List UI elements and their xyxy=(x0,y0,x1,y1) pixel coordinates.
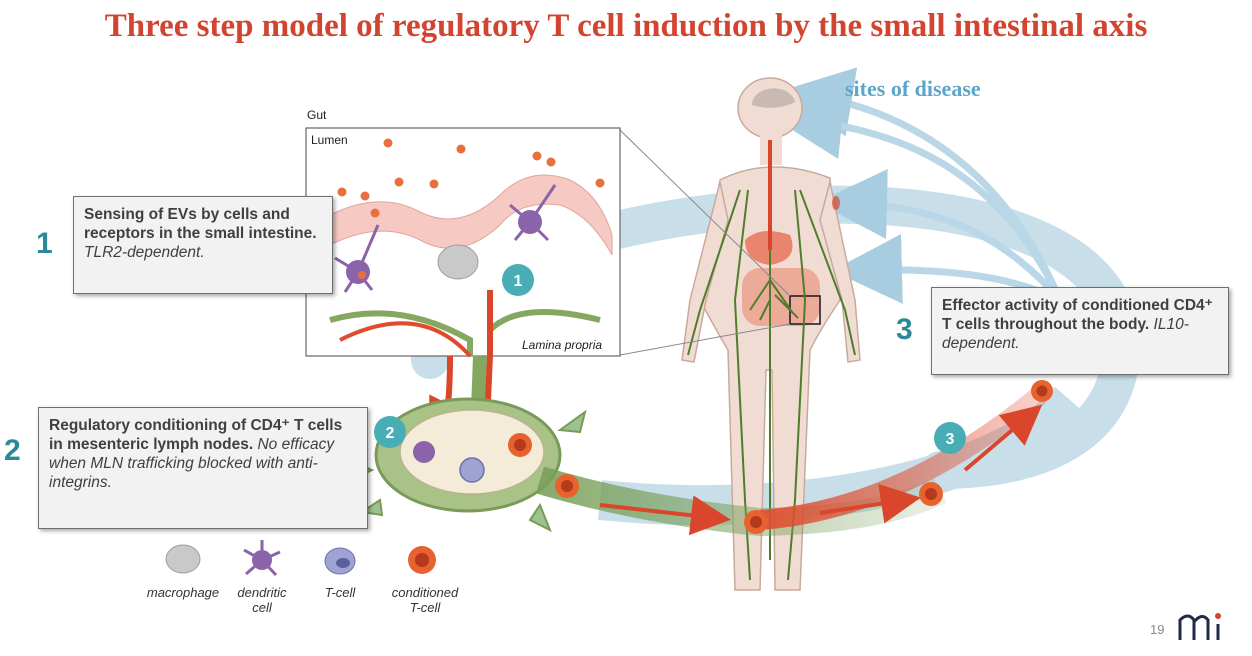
svg-text:3: 3 xyxy=(946,431,955,448)
step-2-note: No efficacy when MLN trafficking blocked… xyxy=(49,436,335,491)
human-body xyxy=(681,77,861,591)
legend-icons xyxy=(165,540,436,577)
step-3-text: Effector activity of conditioned CD4⁺ T … xyxy=(942,297,1213,333)
step-number-1: 1 xyxy=(36,227,53,260)
svg-text:2: 2 xyxy=(386,425,395,442)
step-badge-2: 2 xyxy=(374,416,406,448)
svg-text:1: 1 xyxy=(514,273,523,290)
slide-title: Three step model of regulatory T cell in… xyxy=(104,8,1148,44)
step-1-note: TLR2-dependent. xyxy=(84,244,205,261)
step-1-box: Sensing of EVs by cells and receptors in… xyxy=(73,196,333,294)
page-number: 19 xyxy=(1150,622,1165,637)
step-2-text: Regulatory conditioning of CD4⁺ T cells … xyxy=(49,417,343,453)
conditioned-t-cells xyxy=(555,380,1053,534)
lumen-label: Lumen xyxy=(311,133,348,147)
step-2-box: Regulatory conditioning of CD4⁺ T cells … xyxy=(38,407,368,529)
gut-label: Gut xyxy=(307,108,327,122)
step-number-2: 2 xyxy=(4,434,21,467)
logo-dot xyxy=(1215,613,1221,619)
disease-arrows xyxy=(772,67,1064,304)
step-3-note: IL10-dependent. xyxy=(942,316,1189,352)
step-badge-3: 3 xyxy=(934,422,966,454)
step-number-3: 3 xyxy=(896,313,913,346)
step-3-box: Effector activity of conditioned CD4⁺ T … xyxy=(931,287,1229,375)
legend-t-cell: T-cell xyxy=(324,585,356,600)
gut-panel xyxy=(305,127,621,358)
legend-macrophage: macrophage xyxy=(146,585,220,600)
sites-of-disease-label: sites of disease xyxy=(845,76,981,101)
lamina-propria-label: Lamina propria xyxy=(522,338,603,352)
company-logo xyxy=(1178,614,1220,640)
step-1-text: Sensing of EVs by cells and receptors in… xyxy=(84,206,317,242)
step-badge-1: 1 xyxy=(502,264,534,296)
